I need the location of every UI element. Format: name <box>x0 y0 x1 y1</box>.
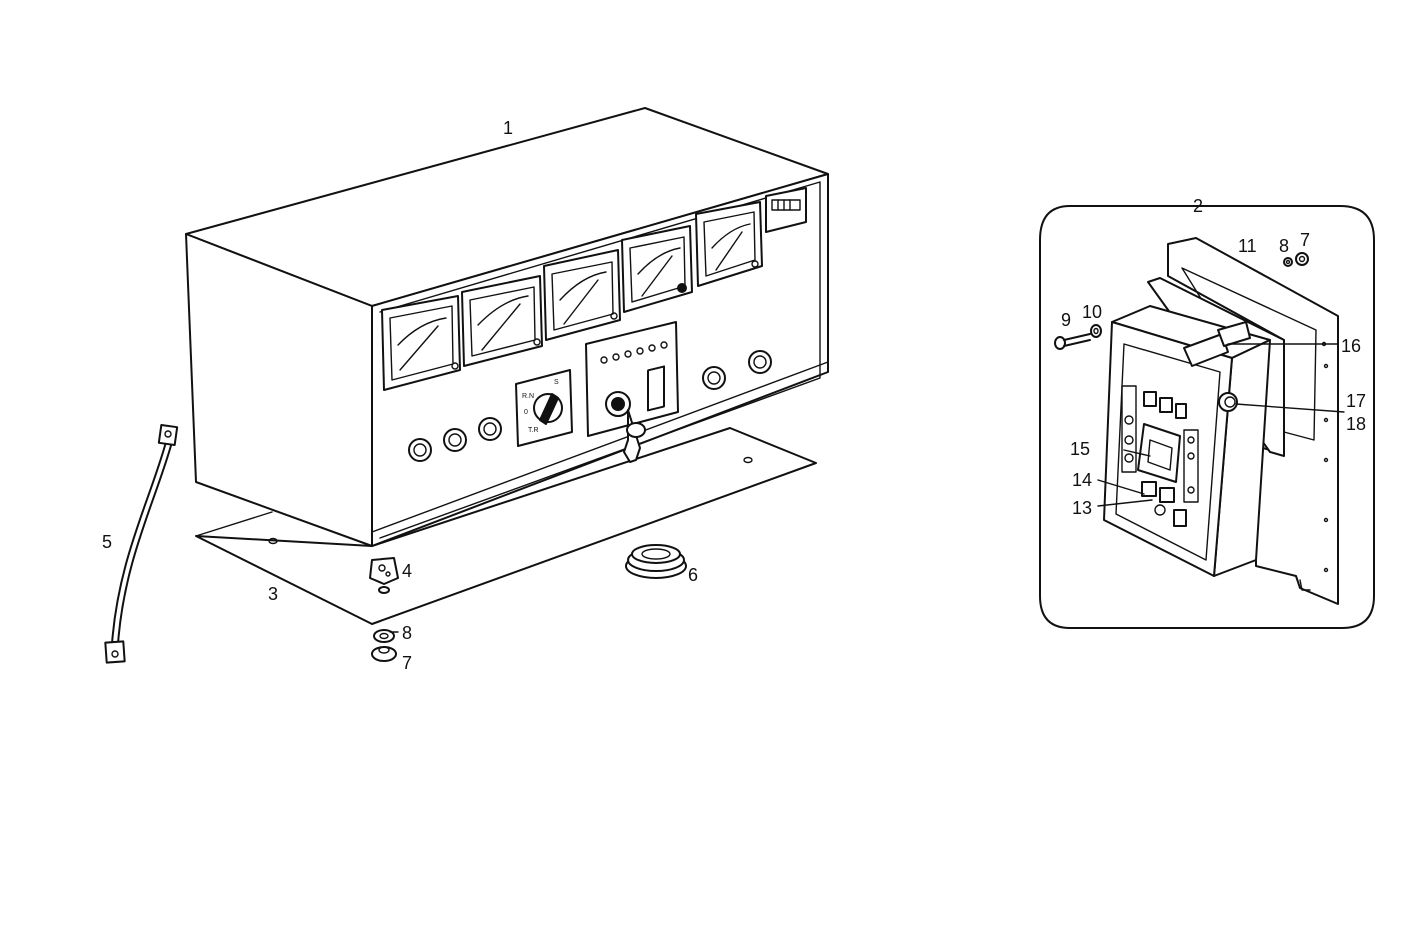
callout-1: 1 <box>503 118 513 138</box>
callout-16: 16 <box>1341 336 1361 356</box>
callout-10: 10 <box>1082 302 1102 322</box>
control-panel-assembly: R.N 0 T.R S <box>104 107 829 664</box>
meter-row <box>381 187 807 391</box>
callout-7-main: 7 <box>402 653 412 673</box>
hour-counter <box>765 187 807 233</box>
svg-text:T.R: T.R <box>528 427 539 434</box>
ground-strap <box>104 423 179 664</box>
callout-18: 18 <box>1346 414 1366 434</box>
indicator-lamps <box>408 350 772 462</box>
washer <box>373 629 395 643</box>
callout-11: 11 <box>1238 236 1257 256</box>
callout-3: 3 <box>268 584 278 604</box>
detail-screw <box>1054 333 1091 350</box>
meter-1 <box>381 295 461 391</box>
callout-4: 4 <box>402 561 412 581</box>
control-module <box>585 321 679 437</box>
meter-3 <box>543 249 621 341</box>
callout-2: 2 <box>1193 196 1203 216</box>
callout-17: 17 <box>1346 391 1366 411</box>
nut <box>371 646 397 662</box>
meter-4 <box>621 225 693 313</box>
callout-6: 6 <box>688 565 698 585</box>
callout-9: 9 <box>1061 310 1071 330</box>
callout-15: 15 <box>1070 439 1090 459</box>
detail-washer-7 <box>1295 252 1309 266</box>
svg-text:0: 0 <box>524 409 528 416</box>
enclosure-box <box>1103 305 1271 577</box>
ignition-key <box>623 409 646 463</box>
detail-washer-10 <box>1090 324 1102 338</box>
detail-view <box>1039 205 1375 629</box>
base-plate <box>195 427 817 625</box>
svg-text:S: S <box>554 379 559 386</box>
callout-14: 14 <box>1072 470 1092 490</box>
grommet <box>625 544 687 579</box>
callout-8-detail: 8 <box>1279 236 1289 256</box>
detail-nut-8 <box>1283 257 1293 267</box>
selector-switch: R.N 0 T.R S <box>515 369 573 447</box>
meter-2 <box>461 275 543 367</box>
callout-5: 5 <box>102 532 112 552</box>
meter-5 <box>695 201 763 287</box>
rubber-foot <box>369 557 399 594</box>
callout-13: 13 <box>1072 498 1092 518</box>
callout-7-detail: 7 <box>1300 230 1310 250</box>
callout-8-main: 8 <box>402 623 412 643</box>
svg-text:R.N: R.N <box>522 393 534 400</box>
